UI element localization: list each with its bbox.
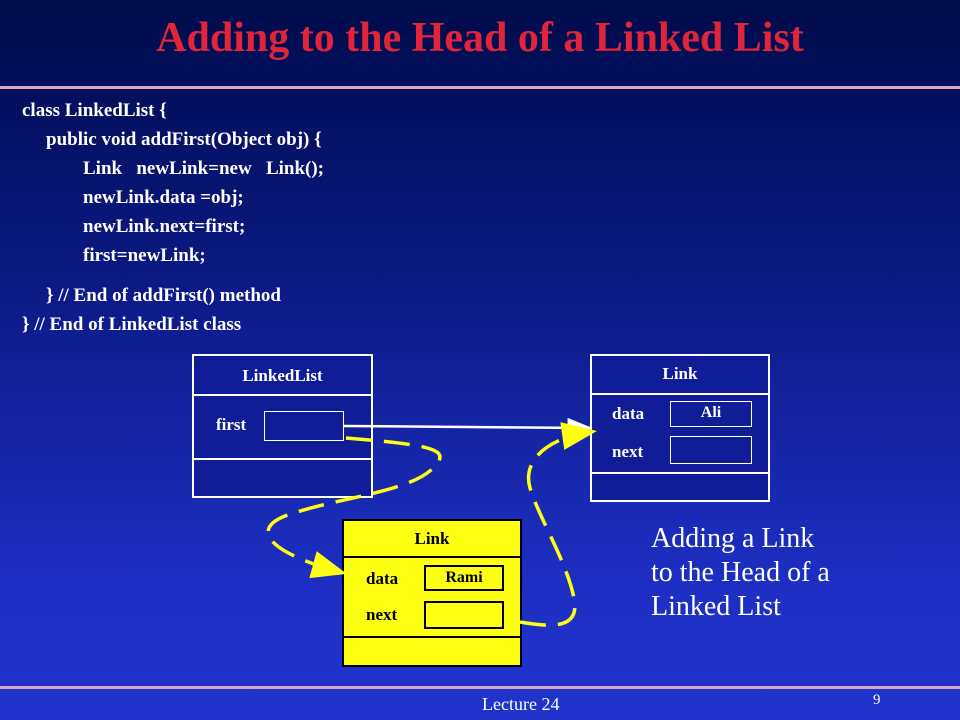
linkedlist-box: LinkedList first [192,354,373,498]
caption-line: Adding a Link [651,523,815,554]
first-to-link-arrow [343,417,593,438]
code-line: public void addFirst(Object obj) { [46,129,322,150]
new-link-title: Link [414,529,450,548]
existing-link-title: Link [662,364,698,383]
box-divider [194,458,371,460]
first-pointer-slot [264,411,344,441]
new-link-data-label: data [366,569,399,588]
new-link-box: Link data Rami next [342,519,522,667]
caption-line: to the Head of a [651,557,830,588]
new-link-next-label: next [366,605,398,624]
code-line: } // End of LinkedList class [22,314,242,335]
title-divider [0,86,960,89]
box-divider [194,394,371,396]
box-divider [592,393,768,395]
code-line: Link newLink=new Link(); [83,158,325,179]
first-field-label: first [216,415,247,434]
box-divider [592,472,768,474]
existing-link-next-label: next [612,442,644,461]
new-link-next-slot [424,601,504,629]
existing-link-data-slot: Ali [670,401,752,427]
diagram-caption: Adding a Link to the Head of a Linked Li… [651,522,830,624]
slide-title: Adding to the Head of a Linked List [156,15,804,61]
code-line: newLink.data =obj; [83,187,244,208]
code-line: newLink.next=first; [83,216,246,237]
box-divider [344,636,520,638]
lecture-label: Lecture 24 [482,694,560,714]
code-line: first=newLink; [83,245,206,266]
caption-line: Linked List [651,591,781,622]
first-to-new-link-dashed-arrow [266,436,442,579]
new-link-data-slot: Rami [424,565,504,591]
code-line: } // End of addFirst() method [46,285,281,306]
footer-divider [0,686,960,689]
existing-link-data-label: data [612,404,645,423]
page-number: 9 [873,692,881,708]
linkedlist-box-title: LinkedList [242,366,323,385]
existing-link-next-slot [670,436,752,464]
box-divider [344,556,520,558]
new-next-to-existing-link-dashed-arrow [519,422,597,627]
code-line: class LinkedList { [22,100,167,121]
existing-link-box: Link data Ali next [590,354,770,502]
